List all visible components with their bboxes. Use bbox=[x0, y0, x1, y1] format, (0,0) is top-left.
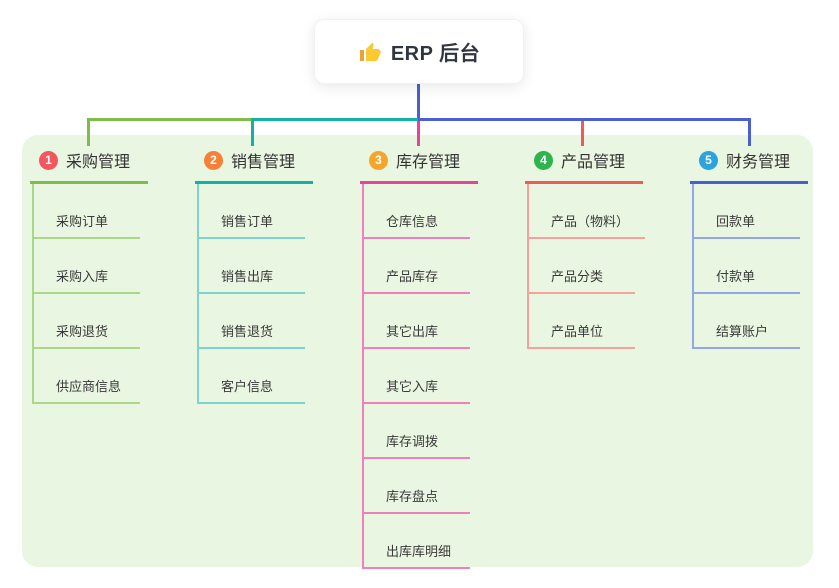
branch-node-inventory[interactable]: 3 库存管理 bbox=[360, 144, 478, 184]
branch-number-badge: 1 bbox=[39, 150, 58, 170]
mindmap-node-item[interactable]: 库存盘点 bbox=[364, 459, 470, 514]
branch-sales: 2 销售管理 销售订单 销售出库 销售退货 客户信息 bbox=[195, 144, 313, 404]
branch-label: 销售管理 bbox=[231, 154, 296, 171]
branch-label: 采购管理 bbox=[66, 154, 131, 171]
branch-number-badge: 5 bbox=[699, 150, 718, 170]
mindmap-node-item[interactable]: 回款单 bbox=[694, 184, 800, 239]
root-node-label: ERP 后台 bbox=[390, 43, 481, 65]
mindmap-node-item[interactable]: 采购退货 bbox=[34, 294, 140, 349]
branch-5-horizontal-connector bbox=[418, 118, 751, 121]
mindmap-node-item[interactable]: 采购入库 bbox=[34, 239, 140, 294]
branch-2-drop-connector bbox=[251, 120, 254, 146]
mindmap-node-item[interactable]: 供应商信息 bbox=[34, 349, 140, 404]
mindmap-node-item[interactable]: 产品（物料） bbox=[529, 184, 646, 239]
mindmap-node-item[interactable]: 库存调拨 bbox=[364, 404, 470, 459]
mindmap-node-item[interactable]: 销售出库 bbox=[199, 239, 305, 294]
mindmap-node-item[interactable]: 结算账户 bbox=[694, 294, 800, 349]
branch-node-product[interactable]: 4 产品管理 bbox=[525, 144, 643, 184]
mindmap-node-item[interactable]: 采购订单 bbox=[34, 184, 140, 239]
branch-inventory: 3 库存管理 仓库信息 产品库存 其它出库 其它入库 库存调拨 库存盘点 出库库… bbox=[360, 144, 478, 569]
branch-5-drop-connector bbox=[748, 120, 751, 146]
branch-label: 财务管理 bbox=[726, 154, 791, 171]
root-stem-connector bbox=[417, 81, 420, 119]
mindmap-node-item[interactable]: 客户信息 bbox=[199, 349, 305, 404]
mindmap-node-item[interactable]: 出库库明细 bbox=[364, 514, 470, 569]
branch-label: 产品管理 bbox=[561, 154, 626, 171]
branch-label: 库存管理 bbox=[396, 154, 461, 171]
mindmap-node-item[interactable]: 产品单位 bbox=[529, 294, 635, 349]
branch-1-drop-connector bbox=[87, 120, 90, 146]
mindmap-node-item[interactable]: 销售订单 bbox=[199, 184, 305, 239]
mindmap-node-item[interactable]: 仓库信息 bbox=[364, 184, 470, 239]
branch-number-badge: 4 bbox=[534, 150, 553, 170]
branch-finance: 5 财务管理 回款单 付款单 结算账户 bbox=[690, 144, 808, 349]
branch-item-list: 产品（物料） 产品分类 产品单位 bbox=[527, 184, 646, 349]
branch-2-horizontal-connector bbox=[251, 118, 418, 121]
branch-procurement: 1 采购管理 采购订单 采购入库 采购退货 供应商信息 bbox=[30, 144, 148, 404]
branch-product: 4 产品管理 产品（物料） 产品分类 产品单位 bbox=[525, 144, 646, 349]
diagram-panel bbox=[22, 135, 813, 567]
branch-item-list: 回款单 付款单 结算账户 bbox=[692, 184, 808, 349]
branch-node-finance[interactable]: 5 财务管理 bbox=[690, 144, 808, 184]
branch-node-procurement[interactable]: 1 采购管理 bbox=[30, 144, 148, 184]
thumbs-up-icon bbox=[359, 42, 381, 61]
branch-3-drop-connector bbox=[417, 120, 420, 146]
branch-number-badge: 3 bbox=[369, 150, 388, 170]
branch-item-list: 仓库信息 产品库存 其它出库 其它入库 库存调拨 库存盘点 出库库明细 bbox=[362, 184, 478, 569]
mindmap-node-item[interactable]: 付款单 bbox=[694, 239, 800, 294]
mindmap-node-item[interactable]: 销售退货 bbox=[199, 294, 305, 349]
mindmap-node-item[interactable]: 其它入库 bbox=[364, 349, 470, 404]
mindmap-node-item[interactable]: 产品库存 bbox=[364, 239, 470, 294]
root-node-erp[interactable]: ERP 后台 bbox=[314, 19, 524, 84]
branch-1-horizontal-connector bbox=[87, 118, 251, 121]
branch-node-sales[interactable]: 2 销售管理 bbox=[195, 144, 313, 184]
mindmap-node-item[interactable]: 其它出库 bbox=[364, 294, 470, 349]
branch-4-drop-connector bbox=[581, 120, 584, 146]
mindmap-node-item[interactable]: 产品分类 bbox=[529, 239, 635, 294]
branch-item-list: 销售订单 销售出库 销售退货 客户信息 bbox=[197, 184, 313, 404]
branch-number-badge: 2 bbox=[204, 150, 223, 170]
branch-item-list: 采购订单 采购入库 采购退货 供应商信息 bbox=[32, 184, 148, 404]
